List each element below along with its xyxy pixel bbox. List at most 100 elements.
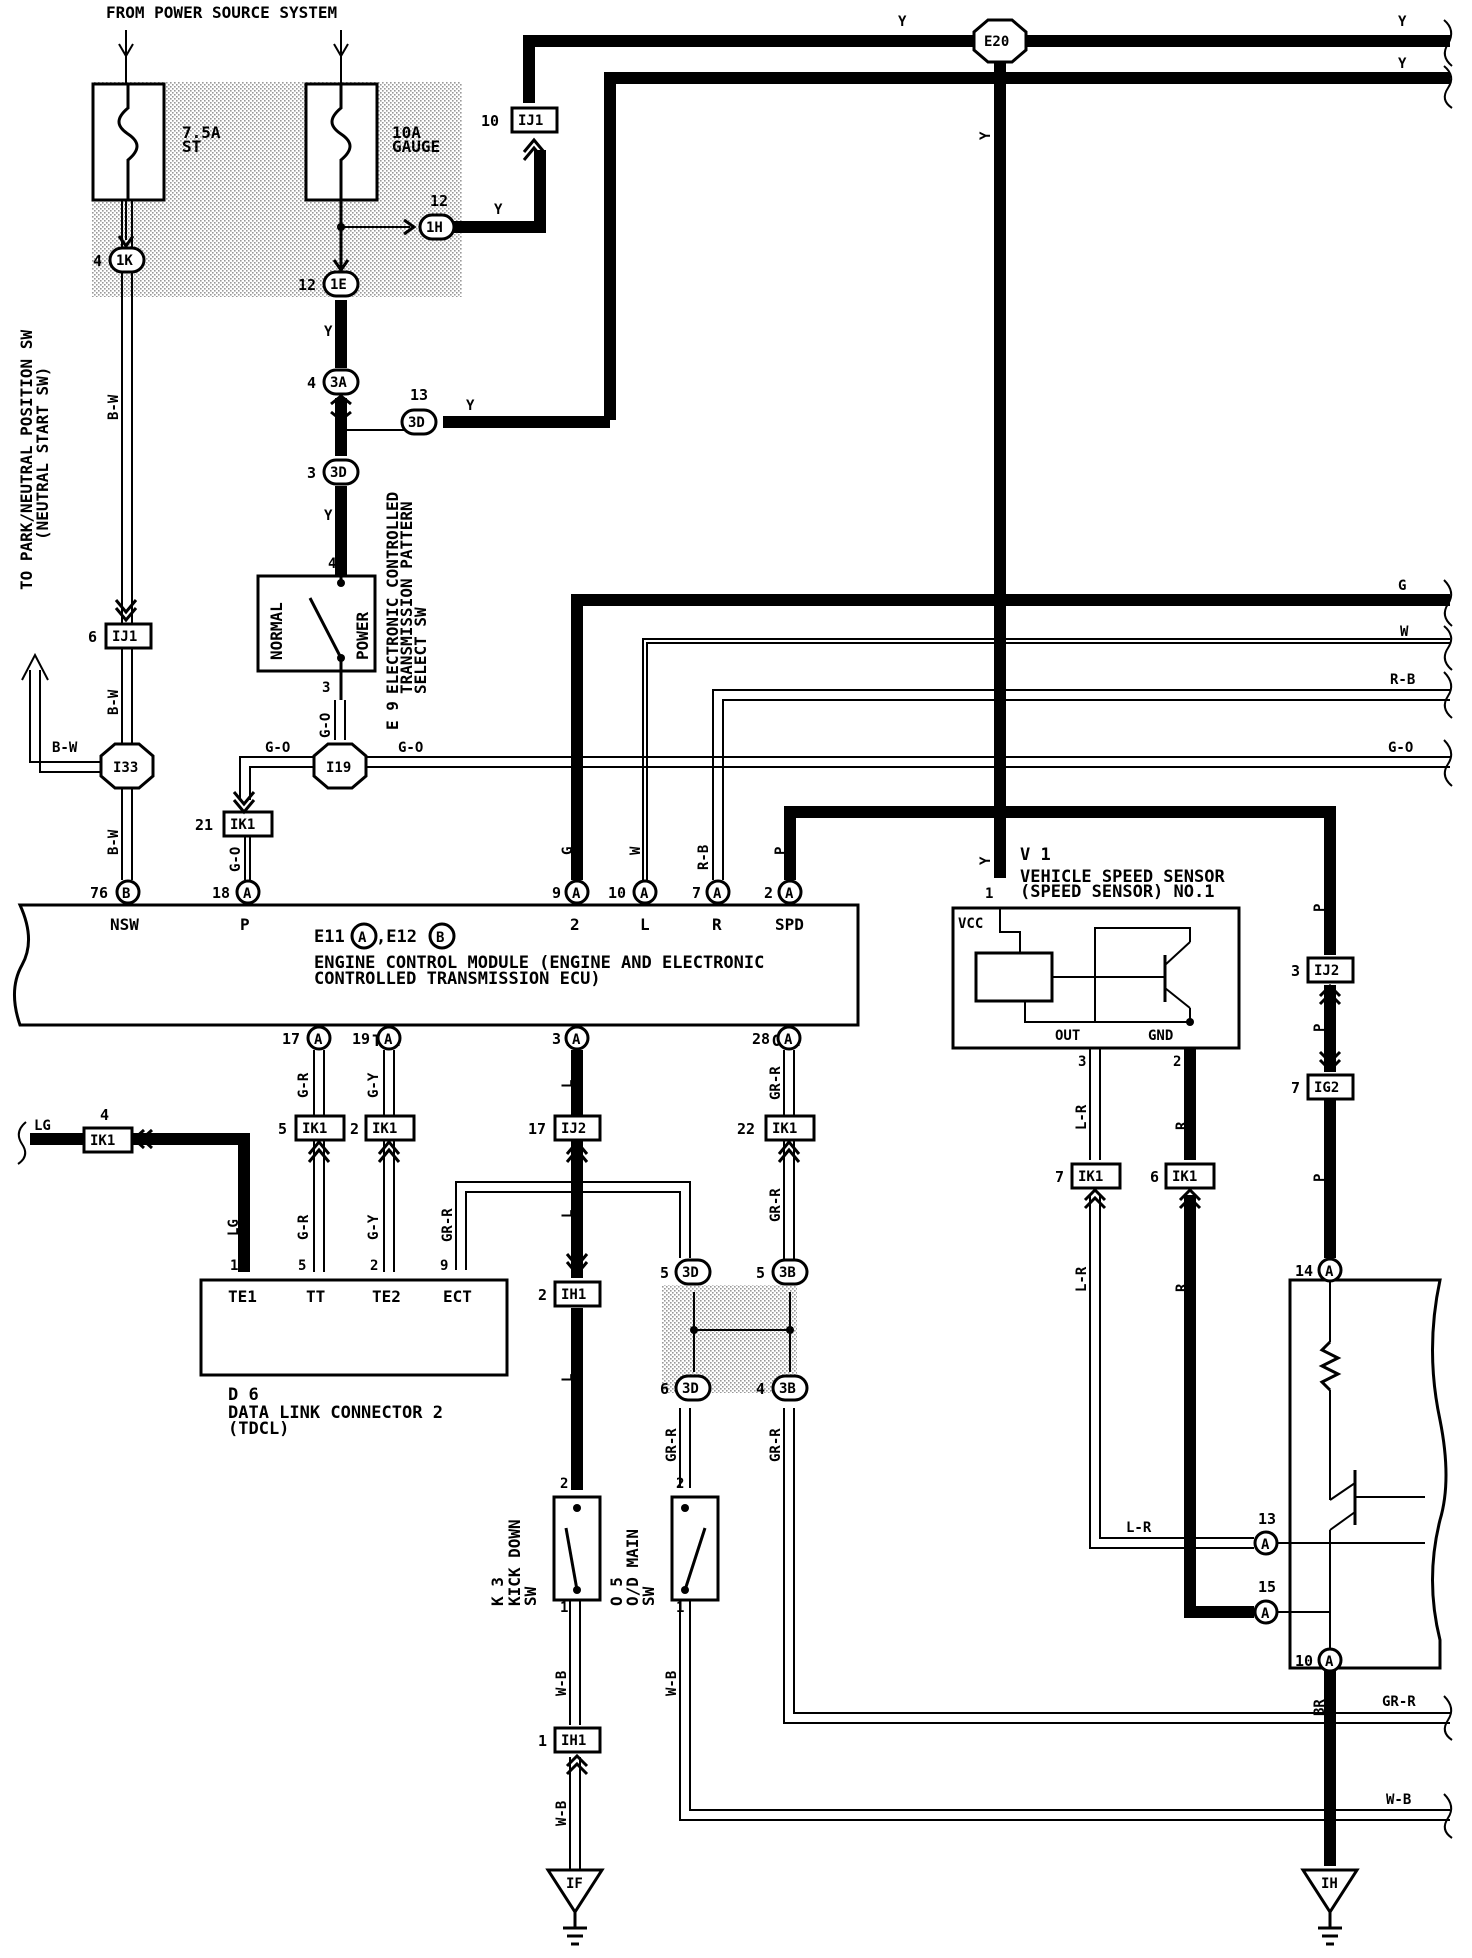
svg-text:2: 2: [350, 1120, 359, 1138]
svg-text:3D: 3D: [408, 415, 425, 431]
svg-text:3: 3: [1291, 962, 1300, 980]
svg-text:1E: 1E: [330, 277, 347, 293]
svg-text:IJ2: IJ2: [1314, 963, 1339, 979]
kick-down-switch[interactable]: 2 1: [552, 1476, 602, 1616]
svg-text:2: 2: [570, 915, 580, 934]
svg-text:R: R: [712, 915, 722, 934]
svg-text:P: P: [1312, 1024, 1328, 1032]
connector-3d-5: 3D 5: [660, 1258, 712, 1286]
svg-text:GR-R: GR-R: [768, 1188, 784, 1222]
svg-text:G: G: [1398, 578, 1406, 594]
svg-text:13: 13: [1258, 1510, 1276, 1528]
svg-text:G-O: G-O: [398, 740, 423, 756]
svg-text:GR-R: GR-R: [1382, 1694, 1416, 1710]
svg-text:TT: TT: [306, 1287, 325, 1306]
svg-text:R-B: R-B: [696, 845, 712, 870]
svg-text:NORMAL: NORMAL: [267, 602, 286, 660]
svg-text:POWER: POWER: [353, 611, 372, 660]
svg-text:5: 5: [298, 1258, 306, 1274]
svg-text:G-O: G-O: [1388, 740, 1413, 756]
connector-chevrons: [114, 137, 1342, 1776]
svg-text:IK1: IK1: [90, 1133, 115, 1149]
svg-text:B-W: B-W: [106, 689, 122, 715]
svg-text:L-R: L-R: [1074, 1266, 1090, 1292]
svg-text:Y: Y: [978, 856, 994, 865]
svg-text:7.5A: 7.5A: [182, 123, 221, 142]
connector-1e: 1E 12: [298, 270, 360, 298]
wire-r-b: [712, 689, 1450, 880]
svg-text:G-Y: G-Y: [366, 1214, 382, 1240]
svg-text:1K: 1K: [116, 253, 133, 269]
svg-text:(TDCL): (TDCL): [228, 1419, 289, 1439]
svg-text:2: 2: [1173, 1054, 1181, 1070]
svg-text:3: 3: [1078, 1054, 1086, 1070]
svg-text:14: 14: [1295, 1262, 1313, 1280]
svg-text:A: A: [713, 886, 722, 902]
connector-ij1-6: IJ1 6: [88, 622, 153, 650]
svg-text:P: P: [1312, 904, 1328, 912]
svg-text:15: 15: [1258, 1578, 1276, 1596]
connector-i19: I19: [312, 742, 368, 790]
svg-text:Y: Y: [494, 202, 503, 218]
wire-lg: [130, 1133, 250, 1272]
svg-text:IK1: IK1: [230, 817, 255, 833]
svg-text:3A: 3A: [330, 375, 347, 391]
svg-text:IK1: IK1: [772, 1121, 797, 1137]
svg-text:OUT: OUT: [1055, 1028, 1080, 1044]
svg-text:10: 10: [1295, 1652, 1313, 1670]
pattern-select-switch[interactable]: 4 3 NORMAL POWER: [256, 556, 377, 700]
wire-g-y: [383, 1050, 395, 1272]
connector-ih1-2: IH1 2: [538, 1280, 602, 1308]
svg-text:LG: LG: [226, 1219, 242, 1236]
connector-ik1-21: IK1 21: [195, 810, 274, 838]
svg-text:V 1: V 1: [1020, 845, 1051, 865]
svg-text:9: 9: [440, 1258, 448, 1274]
svg-text:E20: E20: [984, 34, 1009, 50]
svg-text:Y: Y: [898, 14, 907, 30]
connector-1k: 1K 4: [93, 246, 146, 274]
svg-text:ENGINE CONTROL MODULE (ENGINE: ENGINE CONTROL MODULE (ENGINE AND ELECTR…: [314, 953, 764, 973]
svg-text:A: A: [1325, 1654, 1334, 1670]
svg-text:P: P: [1312, 1174, 1328, 1182]
svg-text:G: G: [560, 847, 576, 855]
svg-text:VCC: VCC: [958, 916, 983, 932]
svg-text:KICK DOWN: KICK DOWN: [505, 1519, 524, 1606]
svg-text:ELECTRONIC CONTROLLED: ELECTRONIC CONTROLLED: [383, 492, 402, 694]
svg-text:IK1: IK1: [1078, 1169, 1103, 1185]
svg-text:L: L: [560, 1210, 576, 1218]
svg-text:DATA LINK CONNECTOR 2: DATA LINK CONNECTOR 2: [228, 1403, 443, 1423]
svg-text:3: 3: [552, 1030, 561, 1048]
od-main-switch[interactable]: 2 1: [670, 1476, 720, 1616]
svg-text:7: 7: [692, 884, 701, 902]
svg-text:A: A: [640, 886, 649, 902]
svg-text:3B: 3B: [779, 1265, 796, 1281]
svg-text:G-O: G-O: [318, 713, 334, 738]
connector-ik1-2: IK1 2: [350, 1114, 416, 1142]
svg-text:1H: 1H: [426, 220, 443, 236]
svg-text:A: A: [1325, 1264, 1334, 1280]
svg-text:12: 12: [430, 192, 448, 210]
svg-text:CONTROLLED TRANSMISSION ECU): CONTROLLED TRANSMISSION ECU): [314, 969, 601, 989]
svg-text:GR-R: GR-R: [768, 1066, 784, 1100]
svg-text:2: 2: [560, 1476, 568, 1492]
svg-text:G-O: G-O: [265, 740, 290, 756]
svg-text:A: A: [785, 886, 794, 902]
fuse-st: 7.5A ST: [91, 82, 221, 202]
svg-text:LG: LG: [34, 1118, 51, 1134]
svg-text:ST: ST: [182, 137, 201, 156]
svg-text:G-Y: G-Y: [366, 1072, 382, 1098]
svg-text:10: 10: [608, 884, 626, 902]
svg-text:3: 3: [307, 464, 316, 482]
neutral-start-sw-label: TO PARK/NEUTRAL POSITION SW (NEUTRAL STA…: [17, 330, 52, 590]
connector-3d-13: 3D 13: [400, 386, 438, 436]
connector-ij2-17: IJ2 17: [528, 1114, 602, 1142]
svg-text:2: 2: [370, 1258, 378, 1274]
svg-text:3D: 3D: [682, 1381, 699, 1397]
svg-text:3: 3: [322, 680, 330, 696]
connector-1h: 1H 12: [418, 192, 456, 241]
svg-text:GR-R: GR-R: [440, 1208, 456, 1242]
svg-text:IK1: IK1: [1172, 1169, 1197, 1185]
svg-text:W-B: W-B: [1386, 1792, 1411, 1808]
wire-y-top: [440, 35, 1450, 878]
